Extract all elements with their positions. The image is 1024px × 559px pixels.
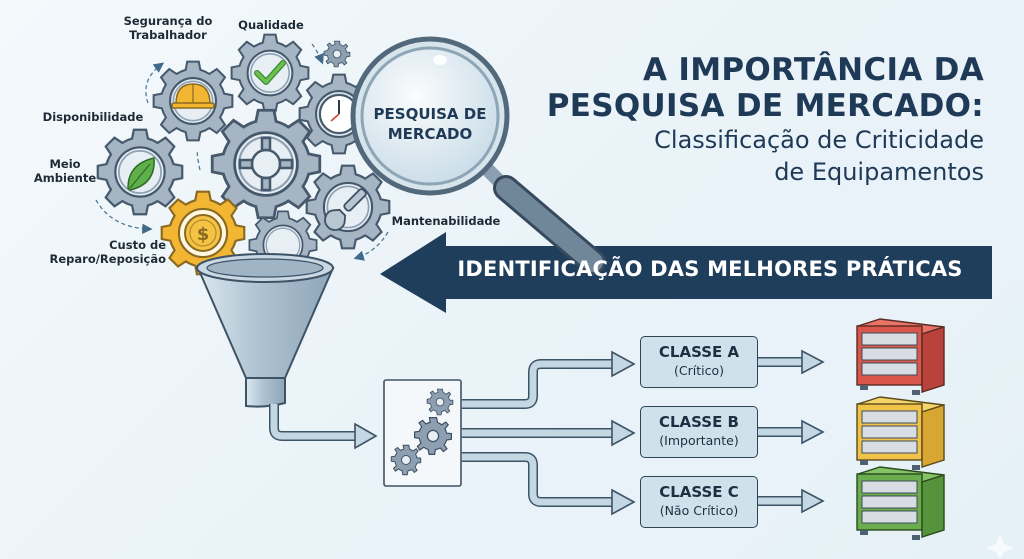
processor-box <box>383 379 462 487</box>
sparkle-icon <box>986 534 1014 559</box>
wrench-icon <box>324 188 367 231</box>
subtitle-line-1: Classificação de Criticidade <box>654 126 984 154</box>
subtitle-line-2: de Equipamentos <box>774 158 984 186</box>
criterion-label-custo: Custo de Reparo/Reposição <box>49 238 166 266</box>
class-a-desc: (Crítico) <box>674 363 724 378</box>
funnel <box>196 253 335 408</box>
class-c-name: CLASSE C <box>659 483 739 501</box>
criterion-label-meio-ambiente: Meio Ambiente <box>33 157 97 185</box>
title-line-1: A IMPORTÂNCIA DA <box>643 52 984 88</box>
gear-tiny <box>323 40 351 68</box>
processor-gear-medium-icon <box>390 444 422 476</box>
class-a-box: CLASSE A (Crítico) <box>640 336 758 388</box>
hard-hat-icon <box>171 83 215 109</box>
processor-gear-large-icon <box>414 417 452 455</box>
leaf-icon <box>127 157 155 191</box>
processor-gear-small-icon <box>426 388 454 416</box>
title-line-2: PESQUISA DE MERCADO: <box>546 88 984 124</box>
best-practices-banner-label: IDENTIFICAÇÃO DAS MELHORES PRÁTICAS <box>457 257 963 281</box>
criterion-label-seguranca: Segurança do Trabalhador <box>123 14 213 42</box>
center-gear-spokes <box>238 136 294 192</box>
flow-pipes <box>269 349 825 516</box>
magnifier-icon <box>350 36 606 275</box>
class-c-desc: (Não Crítico) <box>659 503 739 518</box>
cycle-arrows <box>95 43 389 261</box>
class-b-name: CLASSE B <box>658 413 739 431</box>
best-practices-banner-arrow <box>380 232 992 313</box>
equipment-class-c-icon <box>856 466 945 540</box>
equipment-class-a-icon <box>856 318 945 395</box>
gear-quality <box>230 33 310 113</box>
svg-text:$: $ <box>197 224 210 245</box>
class-a-name: CLASSE A <box>658 343 740 361</box>
page-title: A IMPORTÂNCIA DA PESQUISA DE MERCADO: Cl… <box>547 52 984 188</box>
class-b-box: CLASSE B (Importante) <box>640 406 758 458</box>
equipment-class-b-icon <box>856 396 945 470</box>
magnifier-label: PESQUISA DE MERCADO <box>373 105 487 143</box>
criterion-label-mantenabilidade: Mantenabilidade <box>391 214 501 228</box>
class-b-desc: (Importante) <box>659 433 739 448</box>
dollar-coin-icon: $ <box>184 214 222 252</box>
criterion-label-disponibilidade: Disponibilidade <box>42 110 144 124</box>
criterion-label-qualidade: Qualidade <box>238 18 304 32</box>
class-c-box: CLASSE C (Não Crítico) <box>640 476 758 528</box>
